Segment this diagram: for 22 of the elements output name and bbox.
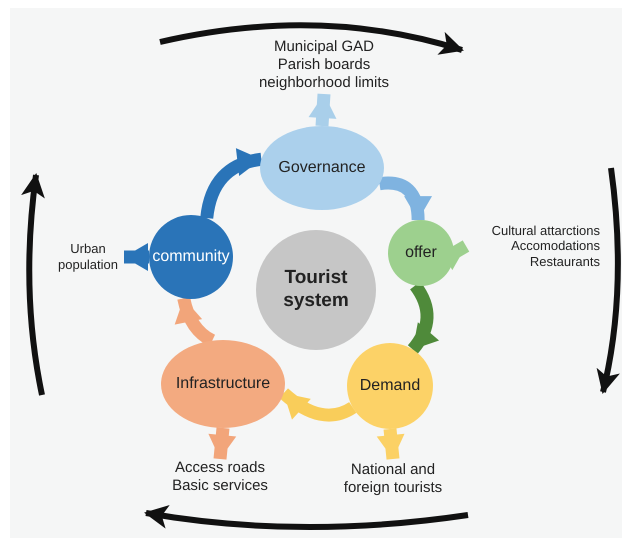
note-text: Municipal GAD [274, 38, 374, 56]
node-label: Infrastructure [176, 374, 270, 394]
note-text: Basic services [172, 477, 268, 495]
arrow [378, 176, 432, 220]
arrow [208, 427, 236, 460]
node-label: offer [405, 243, 437, 263]
note-text: Parish boards [278, 56, 370, 74]
node-label: community [152, 247, 230, 267]
node-label: Governance [278, 158, 366, 178]
note-text: Urban population [57, 241, 119, 273]
note-text: Cultural attarctions [492, 222, 600, 238]
arrow [279, 388, 356, 422]
arrow [308, 94, 336, 126]
note-text: Access roads [174, 459, 266, 477]
note-text: National and foreign tourists [342, 461, 444, 497]
note-text: neighborhood limits [258, 74, 390, 92]
note-text: Restaurants [530, 254, 600, 270]
node-label: Demand [360, 376, 420, 396]
node-label: Tourist system [282, 267, 350, 313]
arrow [124, 243, 149, 271]
arrow [376, 428, 405, 460]
note-text: Accomodations [511, 238, 600, 254]
